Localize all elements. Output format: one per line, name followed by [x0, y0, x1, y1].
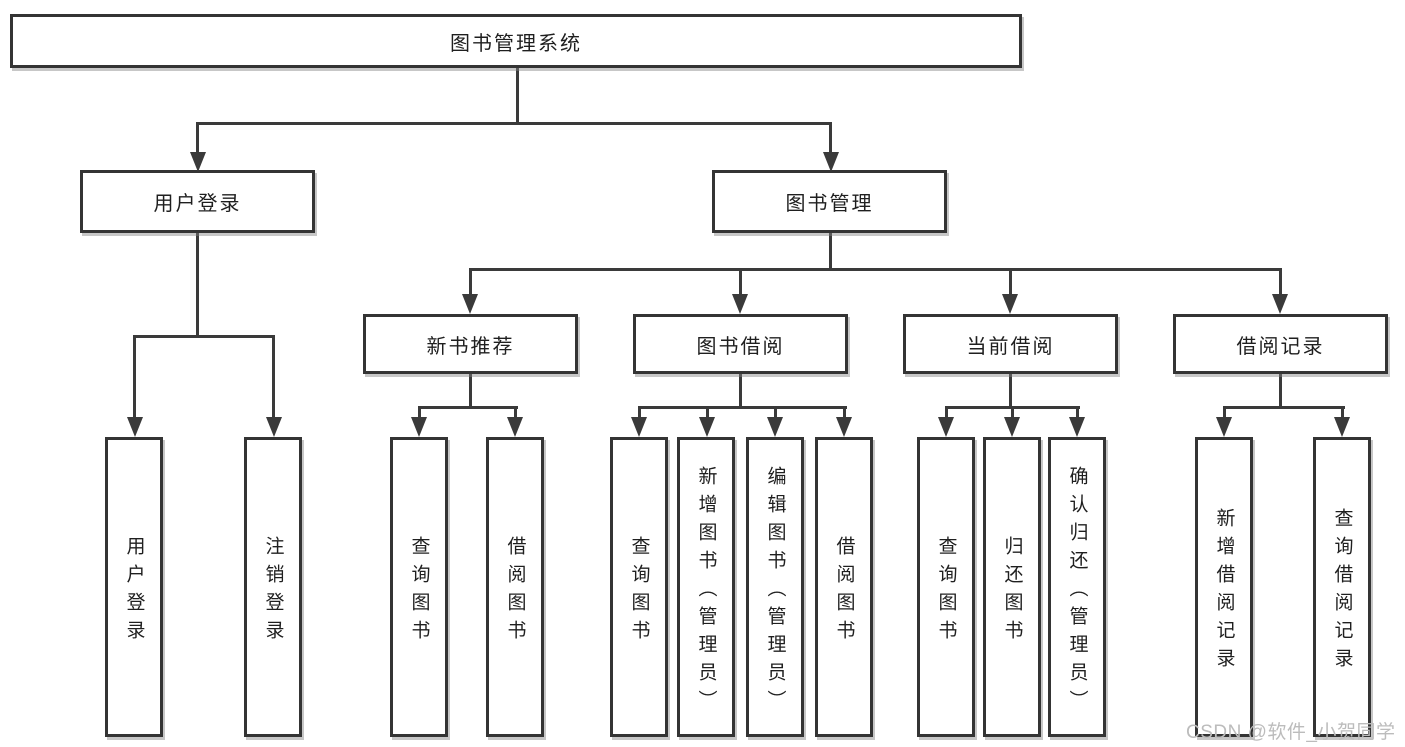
connector-l3-stem	[1279, 374, 1282, 409]
connector-leaf-drop	[1011, 406, 1014, 419]
connector-leaf-drop	[706, 406, 709, 419]
connector-book-mgmt-hline	[469, 268, 1282, 271]
connector-l3-stem	[739, 374, 742, 409]
node-label: 新书推荐	[426, 335, 515, 358]
node-label: 注销登录	[262, 535, 284, 648]
arrow-down-icon	[732, 294, 748, 314]
leaf-add-borrow-record: 新增借阅记录	[1195, 437, 1253, 737]
arrow-down-icon	[1002, 294, 1018, 314]
connector-book-mgmt-stem	[829, 233, 832, 271]
connector-leaf-drop	[133, 335, 136, 419]
connector-l3-stem	[469, 374, 472, 409]
arrow-down-icon	[1272, 294, 1288, 314]
connector-leaf-drop	[272, 335, 275, 419]
arrow-down-icon	[938, 417, 954, 437]
node-label: 编辑图书（管理员）	[764, 465, 786, 718]
connector-l3-drop	[1009, 268, 1012, 296]
node-label: 新增借阅记录	[1213, 507, 1235, 676]
leaf-query-books-borrowing: 查询图书	[610, 437, 668, 737]
connector-root-stem	[516, 68, 519, 125]
connector-leaf-drop	[638, 406, 641, 419]
leaf-logout: 注销登录	[244, 437, 302, 737]
connector-leaf-drop	[418, 406, 421, 419]
connector-leaf-drop	[514, 406, 517, 419]
leaf-query-books-recommend: 查询图书	[390, 437, 448, 737]
leaf-confirm-return-admin: 确认归还（管理员）	[1048, 437, 1106, 737]
node-label: 用户登录	[123, 535, 145, 648]
node-label: 查询图书	[935, 535, 957, 648]
connector-l3-drop	[739, 268, 742, 296]
node-label: 图书管理	[785, 193, 874, 215]
node-user-login: 用户登录	[80, 170, 315, 233]
connector-leaf-drop	[1341, 406, 1344, 419]
node-label: 图书管理系统	[450, 32, 582, 55]
node-label: 查询借阅记录	[1331, 507, 1353, 676]
node-library-management-system: 图书管理系统	[10, 14, 1022, 68]
connector-leaf-drop	[945, 406, 948, 419]
node-current-borrowing: 当前借阅	[903, 314, 1118, 374]
arrow-down-icon	[127, 417, 143, 437]
node-label: 新增图书（管理员）	[695, 465, 717, 718]
connector-user-login-drop	[196, 122, 199, 154]
connector-l3-drop	[1279, 268, 1282, 296]
node-new-book-recommendation: 新书推荐	[363, 314, 578, 374]
leaf-edit-books-admin: 编辑图书（管理员）	[746, 437, 804, 737]
node-label: 借阅图书	[833, 535, 855, 648]
arrow-down-icon	[836, 417, 852, 437]
connector-l3-drop	[469, 268, 472, 296]
arrow-down-icon	[699, 417, 715, 437]
arrow-down-icon	[1334, 417, 1350, 437]
connector-root-hline	[196, 122, 832, 125]
arrow-down-icon	[767, 417, 783, 437]
arrow-down-icon	[1216, 417, 1232, 437]
arrow-down-icon	[507, 417, 523, 437]
arrow-down-icon	[1004, 417, 1020, 437]
node-label: 借阅记录	[1236, 335, 1325, 358]
arrow-down-icon	[411, 417, 427, 437]
node-label: 借阅图书	[504, 535, 526, 648]
leaf-borrow-books: 借阅图书	[815, 437, 873, 737]
watermark: CSDN @软件_小贺同学	[1186, 722, 1396, 743]
node-label: 归还图书	[1001, 535, 1023, 648]
connector-l4-hline	[418, 406, 518, 409]
arrow-down-icon	[631, 417, 647, 437]
node-label: 图书借阅	[696, 335, 785, 358]
connector-l4-hline	[638, 406, 847, 409]
node-borrowing-records: 借阅记录	[1173, 314, 1388, 374]
connector-leaf-drop	[1076, 406, 1079, 419]
arrow-down-icon	[266, 417, 282, 437]
leaf-query-books-current: 查询图书	[917, 437, 975, 737]
node-label: 查询图书	[628, 535, 650, 648]
node-book-management: 图书管理	[712, 170, 947, 233]
arrow-down-icon	[190, 152, 206, 172]
connector-leaf-drop	[843, 406, 846, 419]
arrow-down-icon	[823, 152, 839, 172]
arrow-down-icon	[1069, 417, 1085, 437]
connector-user-login-stem	[196, 233, 199, 337]
arrow-down-icon	[462, 294, 478, 314]
node-label: 确认归还（管理员）	[1066, 465, 1088, 718]
leaf-add-books-admin: 新增图书（管理员）	[677, 437, 735, 737]
connector-leaf-drop	[1223, 406, 1226, 419]
leaf-user-login: 用户登录	[105, 437, 163, 737]
connector-book-mgmt-drop	[829, 122, 832, 154]
node-book-borrowing: 图书借阅	[633, 314, 848, 374]
leaf-return-books: 归还图书	[983, 437, 1041, 737]
node-label: 当前借阅	[966, 335, 1055, 358]
node-label: 查询图书	[408, 535, 430, 648]
node-label: 用户登录	[153, 193, 242, 215]
connector-l3-stem	[1009, 374, 1012, 409]
connector-l4-hline	[1223, 406, 1345, 409]
leaf-borrow-books-recommend: 借阅图书	[486, 437, 544, 737]
connector-leaf-drop	[774, 406, 777, 419]
connector-user-login-hline	[133, 335, 275, 338]
leaf-query-borrow-record: 查询借阅记录	[1313, 437, 1371, 737]
